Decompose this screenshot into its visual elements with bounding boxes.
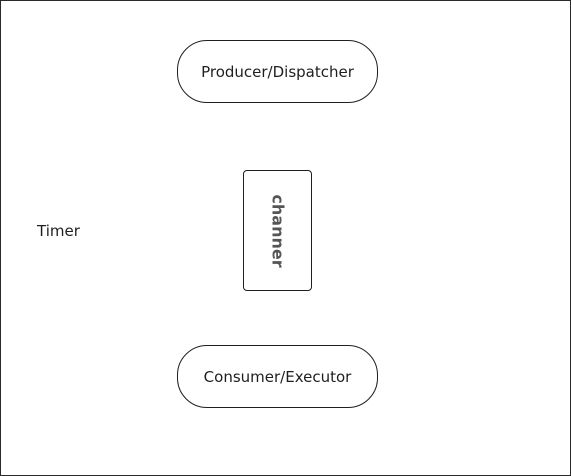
timer-label: Timer bbox=[37, 222, 80, 240]
channel-label: channer bbox=[268, 193, 287, 268]
consumer-executor-node: Consumer/Executor bbox=[177, 345, 378, 408]
producer-dispatcher-node: Producer/Dispatcher bbox=[177, 40, 378, 103]
consumer-executor-label: Consumer/Executor bbox=[203, 367, 352, 386]
producer-dispatcher-label: Producer/Dispatcher bbox=[201, 62, 354, 81]
channel-node: channer bbox=[243, 170, 312, 291]
